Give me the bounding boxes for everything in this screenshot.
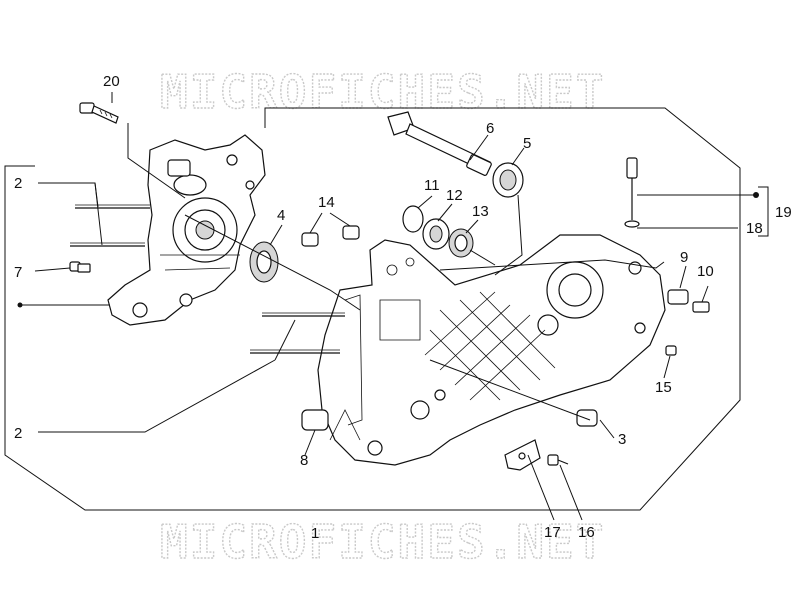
callout-6: 6 <box>486 120 494 137</box>
callout-20: 20 <box>103 73 120 90</box>
bolt-part-20 <box>79 102 119 124</box>
callout-12: 12 <box>446 187 463 204</box>
callout-1: 1 <box>311 525 319 542</box>
callout-14: 14 <box>318 194 335 211</box>
bushing-part-9 <box>667 289 689 305</box>
bearing-part-12 <box>422 218 450 250</box>
callout-2-upper: 2 <box>14 175 22 192</box>
leader-lines <box>17 92 769 521</box>
dipstick-part-18 <box>624 157 640 228</box>
bolt-part-16 <box>547 454 569 466</box>
gear-shaft-part-6 <box>387 111 492 176</box>
callout-18: 18 <box>746 220 763 237</box>
callout-11: 11 <box>424 177 440 194</box>
callout-16: 16 <box>578 524 595 541</box>
seal-part-13 <box>448 228 474 258</box>
circlip-part-11 <box>402 205 424 233</box>
callout-8: 8 <box>300 452 308 469</box>
screw-part-7 <box>69 261 91 273</box>
bracket-part-17 <box>504 439 541 471</box>
assembly-bracket-outline <box>4 107 741 511</box>
callout-4: 4 <box>277 207 285 224</box>
callout-17: 17 <box>544 524 561 541</box>
watermark-top: MICROFICHES.NET <box>160 65 605 119</box>
pin-part-10 <box>692 301 710 313</box>
callout-15: 15 <box>655 379 672 396</box>
callout-19: 19 <box>775 204 792 221</box>
oil-seal-part-4 <box>249 241 279 283</box>
studs-part-2-middle <box>250 312 345 354</box>
callout-3: 3 <box>618 431 626 448</box>
callout-7: 7 <box>14 264 22 281</box>
callout-5: 5 <box>523 135 531 152</box>
bearing-part-5 <box>492 162 524 198</box>
callout-9: 9 <box>680 249 688 266</box>
callout-labels: 20 2 7 2 4 14 6 5 11 12 13 19 18 9 10 15… <box>14 73 792 542</box>
bushing-part-8 <box>301 409 329 431</box>
callout-2-lower: 2 <box>14 425 22 442</box>
bushing-part-3 <box>576 409 598 427</box>
dowel-pins-part-14 <box>301 225 360 247</box>
watermark-bottom: MICROFICHES.NET <box>160 515 605 569</box>
right-crankcase-main <box>317 234 666 466</box>
callout-13: 13 <box>472 203 489 220</box>
studs-part-2-left <box>70 204 150 247</box>
callout-10: 10 <box>697 263 714 280</box>
plug-part-15 <box>665 345 677 356</box>
left-crankcase-cover <box>107 134 266 326</box>
